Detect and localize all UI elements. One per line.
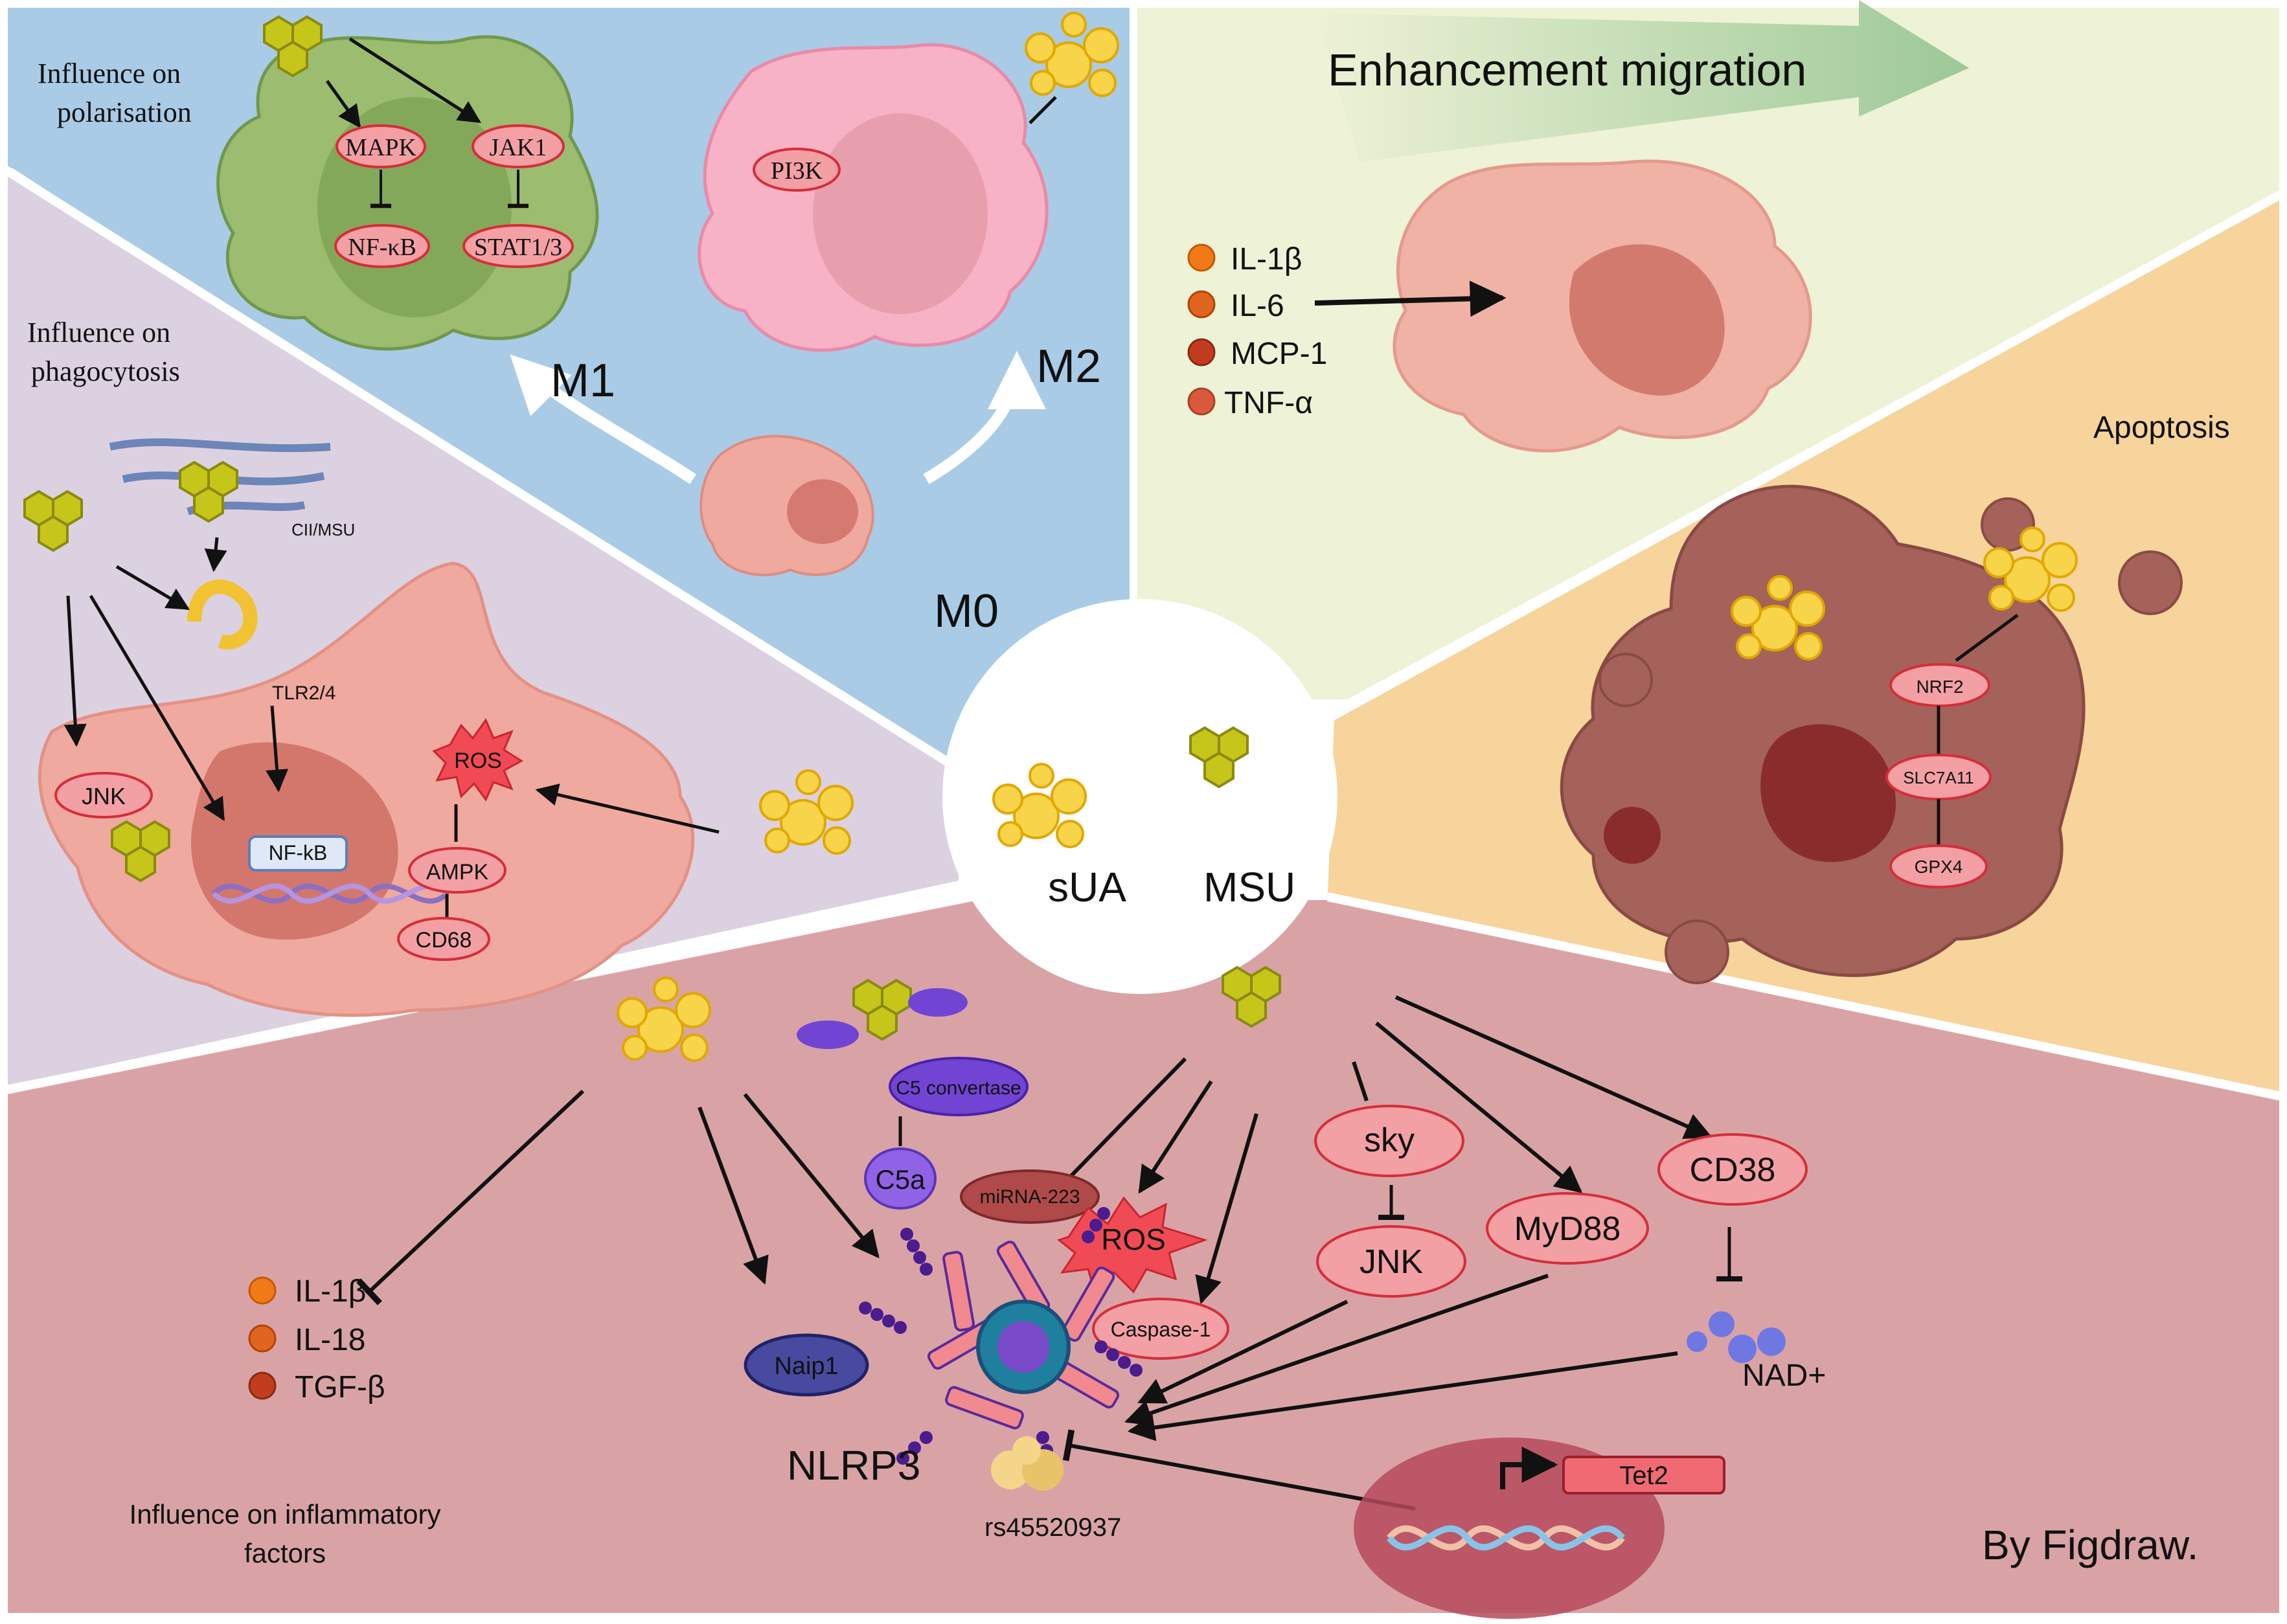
nlrp3-label: NLRP3 [787, 1442, 920, 1489]
nad-molecule-icon [1687, 1311, 1786, 1363]
slc7a11-label: SLC7A11 [1903, 768, 1974, 787]
migration-factor-list: IL-1β IL-6 MCP-1 TNF-α [1187, 242, 1327, 420]
tlr-label: TLR2/4 [272, 682, 336, 704]
inflammatory-factor-il18: IL-18 [295, 1323, 365, 1357]
gpx4-node: GPX4 [1889, 844, 1988, 888]
sky-label: sky [1364, 1122, 1415, 1159]
c5a-node: C5a [864, 1147, 937, 1210]
myd88-label: MyD88 [1514, 1210, 1621, 1248]
rs45520937-label: rs45520937 [984, 1513, 1121, 1542]
ros-label-phago: ROS [454, 749, 502, 773]
m1-polarisation-arrow [510, 354, 696, 484]
pi3k-node: PI3K [753, 148, 841, 192]
inflammatory-factor-il1b: IL-1β [295, 1274, 366, 1309]
naip1-label: Naip1 [774, 1353, 838, 1380]
nfkb-node: NF-κB [334, 224, 430, 268]
m1-macrophage-cell [216, 35, 599, 351]
jak1-node: JAK1 [472, 124, 565, 168]
ampk-node: AMPK [408, 847, 506, 894]
jnk-label-phago: JNK [82, 783, 126, 809]
il1b-dot [248, 1276, 277, 1305]
c5-convertase-label: C5 convertase [896, 1077, 1021, 1099]
gpx4-label: GPX4 [1915, 857, 1963, 877]
nad-label: NAD+ [1742, 1359, 1826, 1393]
mirna-223-label: miRNA-223 [979, 1186, 1080, 1208]
inflammatory-factor-tgfb: TGF-β [295, 1370, 385, 1404]
dna-helix-icon [1387, 1525, 1625, 1551]
jnk-node-inflam: JNK [1316, 1225, 1466, 1298]
il18-dot [248, 1324, 277, 1353]
myd88-node: MyD88 [1486, 1192, 1649, 1265]
cd38-node: CD38 [1657, 1133, 1808, 1206]
nfkb-label: NF-κB [348, 234, 416, 261]
dna-helix-icon [212, 883, 449, 904]
c5-fragment [908, 988, 968, 1017]
tet2-nucleus: Tet2 [1354, 1438, 1725, 1619]
mapk-label: MAPK [345, 134, 416, 161]
stat-label: STAT1/3 [474, 234, 562, 261]
migration-factor-mcp1: MCP-1 [1231, 337, 1327, 371]
m2-polarisation-arrow [923, 351, 1046, 484]
tlr-receptor-icon [187, 580, 258, 649]
migrating-macrophage-cell [1393, 159, 1812, 453]
migration-arrow [1315, 0, 1969, 162]
snp-cluster-icon [991, 1436, 1064, 1491]
nfkb-box-label: NF-kB [269, 841, 328, 864]
migration-title: Enhancement migration [1328, 45, 1806, 95]
c5-convertase-node: C5 convertase [889, 1057, 1029, 1116]
cd38-label: CD38 [1690, 1151, 1776, 1189]
tet2-gene-box [1562, 1456, 1725, 1494]
sky-node: sky [1314, 1105, 1464, 1177]
nrf2-node: NRF2 [1889, 663, 1990, 707]
tgfb-dot [248, 1371, 277, 1400]
nlrp3-inflammasome-icon [859, 1207, 1143, 1470]
figdraw-credit: By Figdraw. [1982, 1522, 2198, 1568]
msu-label: MSU [1203, 864, 1295, 910]
migration-factor-il1b: IL-1β [1231, 242, 1302, 276]
naip1-node: Naip1 [744, 1333, 869, 1397]
stat-node: STAT1/3 [462, 224, 574, 268]
c5-fragment [797, 1021, 859, 1049]
jnk-node-phago: JNK [54, 772, 153, 818]
mapk-node: MAPK [336, 124, 426, 168]
slc7a11-node: SLC7A11 [1885, 754, 1992, 800]
m1-label: M1 [551, 355, 615, 407]
pi3k-label: PI3K [771, 157, 823, 185]
ros-label-inflam: ROS [1101, 1223, 1166, 1256]
mirna-223-node: miRNA-223 [960, 1169, 1100, 1224]
tet2-label: Tet2 [1619, 1461, 1668, 1490]
sua-label: sUA [1048, 864, 1126, 910]
nfkb-box: NF-kB [248, 835, 348, 872]
m2-label: M2 [1036, 341, 1101, 392]
nrf2-label: NRF2 [1916, 677, 1963, 697]
il1b-dot [1187, 243, 1216, 272]
migration-factor-tnfa: TNF-α [1224, 386, 1313, 420]
cd68-node: CD68 [397, 917, 490, 961]
m2-macrophage-cell [698, 43, 1049, 352]
ampk-label: AMPK [426, 860, 489, 885]
jnk-label-inflam: JNK [1360, 1243, 1424, 1281]
jak1-label: JAK1 [490, 134, 547, 161]
cd68-label: CD68 [416, 928, 472, 953]
m0-label: M0 [934, 585, 999, 637]
tnfa-dot [1187, 387, 1216, 416]
c5a-label: C5a [875, 1164, 926, 1195]
apoptosis-title: Apoptosis [2093, 411, 2230, 445]
il6-dot [1187, 290, 1216, 319]
migration-factor-il6: IL-6 [1231, 289, 1284, 323]
caspase-1-node: Caspase-1 [1092, 1298, 1229, 1360]
mcp1-dot [1187, 338, 1216, 367]
center-circle [942, 599, 1337, 994]
caspase-1-label: Caspase-1 [1111, 1318, 1211, 1341]
cii-msu-label: CII/MSU [291, 520, 355, 539]
ros-burst-phago: ROS [432, 717, 523, 802]
inflammatory-factor-list: IL-1β IL-18 TGF-β [248, 1274, 385, 1404]
